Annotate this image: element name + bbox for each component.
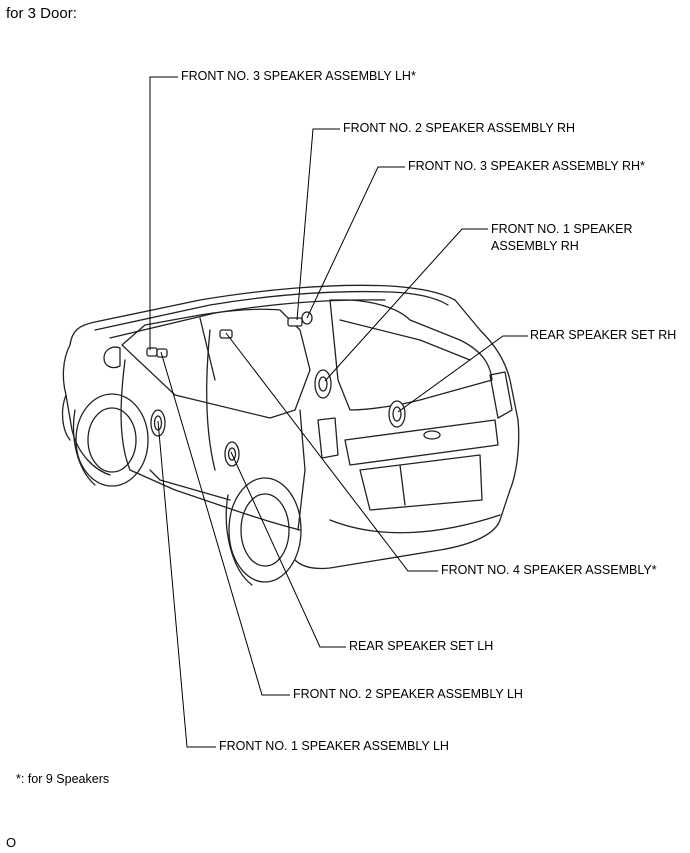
leader-front3-lh — [149, 76, 178, 350]
leader-rear-rh — [397, 335, 528, 413]
label-rear-speaker-set-lh: REAR SPEAKER SET LH — [349, 639, 494, 653]
page-title: for 3 Door: — [6, 5, 77, 22]
leader-front4 — [225, 332, 438, 572]
front-no4-speaker-icon — [219, 329, 233, 339]
rear-rh-speaker-icon — [388, 400, 406, 428]
label-front-no2-speaker-lh: FRONT NO. 2 SPEAKER ASSEMBLY LH — [293, 687, 523, 701]
leader-front1-rh — [324, 228, 488, 382]
label-front-no3-speaker-rh: FRONT NO. 3 SPEAKER ASSEMBLY RH* — [408, 159, 645, 173]
leader-front3-rh — [306, 166, 405, 319]
front-no3-lh-speaker-icon — [146, 347, 158, 357]
label-front-no3-speaker-lh: FRONT NO. 3 SPEAKER ASSEMBLY LH* — [181, 69, 416, 83]
label-front-no1-speaker-rh: FRONT NO. 1 SPEAKER ASSEMBLY RH — [491, 222, 633, 253]
figure-id: O — [6, 835, 17, 850]
label-front-no4-speaker: FRONT NO. 4 SPEAKER ASSEMBLY* — [441, 563, 657, 577]
vehicle-outline — [61, 284, 520, 586]
leader-front1-lh — [157, 420, 216, 748]
label-front-no2-speaker-rh: FRONT NO. 2 SPEAKER ASSEMBLY RH — [343, 121, 576, 135]
leader-front2-lh — [160, 351, 290, 696]
label-front-no1-speaker-lh: FRONT NO. 1 SPEAKER ASSEMBLY LH — [219, 739, 449, 753]
label-rear-speaker-set-rh: REAR SPEAKER SET RH — [530, 328, 677, 342]
front-no1-rh-speaker-icon — [314, 369, 332, 399]
front-no2-rh-speaker-icon — [287, 317, 303, 327]
leader-rear-lh — [230, 451, 346, 648]
leader-front2-rh — [296, 128, 340, 321]
footnote: *: for 9 Speakers — [16, 772, 110, 786]
leader-lines — [149, 76, 528, 748]
